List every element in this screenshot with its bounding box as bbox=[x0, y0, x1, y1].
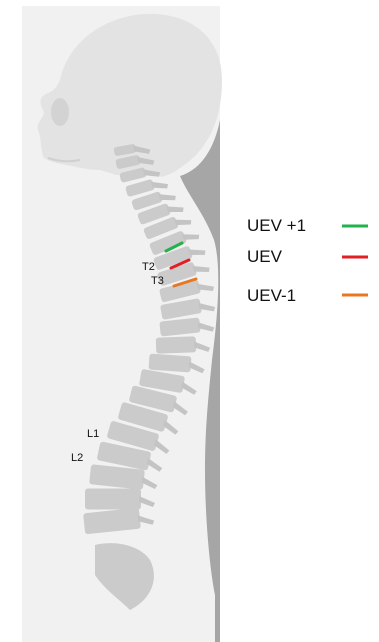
vertebra bbox=[156, 336, 197, 353]
vertebra bbox=[85, 489, 141, 510]
vertebra-label-l2: L2 bbox=[71, 452, 83, 464]
legend-label-uev: UEV bbox=[247, 247, 283, 266]
legend-label-uev-plus1: UEV +1 bbox=[247, 216, 306, 235]
legend-label-uev-minus1: UEV-1 bbox=[247, 286, 296, 305]
vertebra-label-l1: L1 bbox=[87, 428, 99, 440]
vertebra-label-t3: T3 bbox=[151, 275, 164, 287]
vertebra bbox=[148, 354, 191, 373]
legend: UEV +1 UEV UEV-1 bbox=[247, 216, 368, 305]
ear bbox=[51, 98, 69, 126]
vertebra-label-t2: T2 bbox=[142, 261, 155, 273]
